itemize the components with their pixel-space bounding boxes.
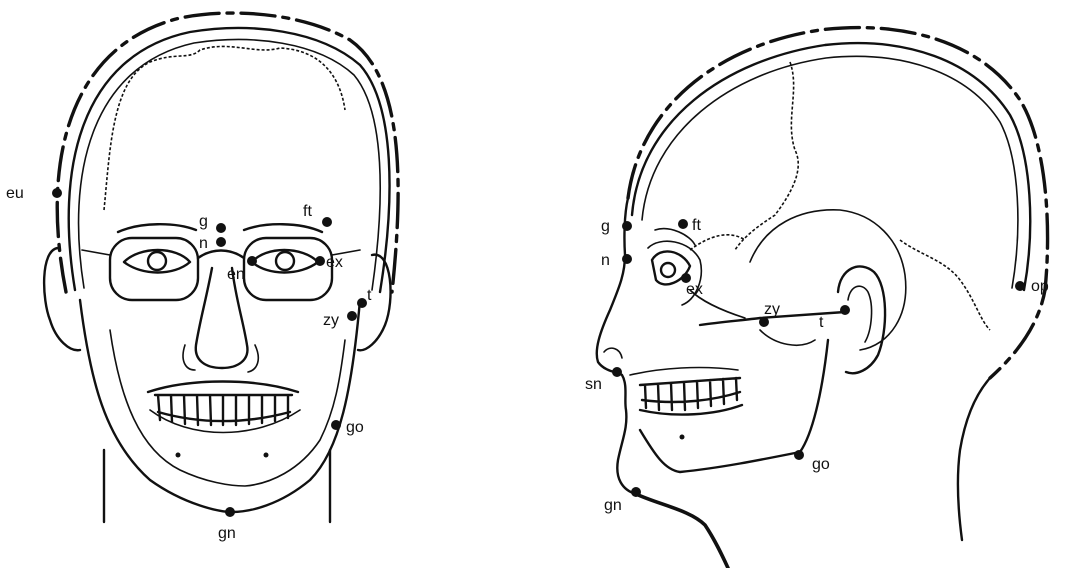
profile-ear-inner xyxy=(848,286,872,342)
profile-zy-point xyxy=(759,317,769,327)
front-eu-point xyxy=(52,188,62,198)
front-mandible xyxy=(110,330,345,486)
profile-coronal-suture xyxy=(735,62,798,250)
profile-go-label: go xyxy=(812,456,830,473)
profile-ft-point xyxy=(678,219,688,229)
profile-g-point xyxy=(622,221,632,231)
front-view-head: eu g n ft en ex t zy go gn xyxy=(6,13,398,542)
profile-lambdoid-suture xyxy=(900,240,990,330)
profile-face-contour xyxy=(597,198,636,494)
front-glasses-temple-left xyxy=(82,250,110,255)
profile-mental-foramen xyxy=(680,435,685,440)
front-en-point xyxy=(247,256,257,266)
profile-gn-point xyxy=(631,487,641,497)
front-g-label: g xyxy=(199,213,208,230)
front-ft-label: ft xyxy=(303,203,312,220)
front-ex-label: ex xyxy=(326,254,343,271)
profile-skull-outline-outer xyxy=(632,43,1030,290)
front-n-label: n xyxy=(199,235,208,252)
front-t-label: t xyxy=(367,287,372,304)
front-left-iris xyxy=(148,252,166,270)
profile-nape xyxy=(958,378,990,540)
front-gn-point xyxy=(225,507,235,517)
profile-sn-point xyxy=(612,367,622,377)
front-go-point xyxy=(331,420,341,430)
front-left-eyebrow xyxy=(118,224,196,232)
front-right-iris xyxy=(276,252,294,270)
front-eu-label: eu xyxy=(6,185,24,202)
front-t-point xyxy=(357,298,367,308)
front-go-label: go xyxy=(346,419,364,436)
front-left-cheek-line xyxy=(183,345,195,370)
front-mental-foramen-left xyxy=(176,453,181,458)
front-ex-point xyxy=(315,256,325,266)
profile-temporal-bone xyxy=(750,210,906,350)
front-zy-point xyxy=(347,311,357,321)
profile-op-label: op xyxy=(1031,278,1049,295)
front-upper-lip xyxy=(148,382,298,393)
front-cranial-suture xyxy=(104,46,345,210)
profile-t-label: t xyxy=(819,314,824,331)
profile-n-label: n xyxy=(601,252,610,269)
profile-g-label: g xyxy=(601,218,610,235)
profile-coronoid xyxy=(760,330,815,345)
front-right-cheek-line xyxy=(248,345,258,372)
profile-maxilla xyxy=(630,368,738,375)
profile-teeth xyxy=(640,378,742,415)
profile-t-point xyxy=(840,305,850,315)
profile-sn-label: sn xyxy=(585,376,602,393)
front-n-point xyxy=(216,237,226,247)
profile-op-point xyxy=(1015,281,1025,291)
profile-head-outline xyxy=(628,28,1048,378)
profile-go-point xyxy=(794,450,804,460)
front-nose xyxy=(196,268,248,368)
front-teeth xyxy=(155,395,292,425)
front-en-label: en xyxy=(227,266,245,283)
front-jaw-outline xyxy=(80,300,360,512)
profile-gn-label: gn xyxy=(604,497,622,514)
front-right-eyebrow xyxy=(244,224,322,232)
profile-view-head: g ft n ex zy t op sn go gn xyxy=(585,28,1049,568)
profile-nostril xyxy=(604,348,622,358)
profile-ex-label: ex xyxy=(686,281,703,298)
profile-ft-label: ft xyxy=(692,217,701,234)
front-zy-label: zy xyxy=(323,312,339,329)
profile-n-point xyxy=(622,254,632,264)
profile-throat xyxy=(636,494,728,568)
front-g-point xyxy=(216,223,226,233)
front-mental-foramen-right xyxy=(264,453,269,458)
profile-zy-label: zy xyxy=(764,301,780,318)
profile-ear xyxy=(838,266,885,373)
front-gn-label: gn xyxy=(218,525,236,542)
front-ft-point xyxy=(322,217,332,227)
profile-iris xyxy=(661,263,675,277)
profile-skull-outline-inner xyxy=(642,56,1018,288)
